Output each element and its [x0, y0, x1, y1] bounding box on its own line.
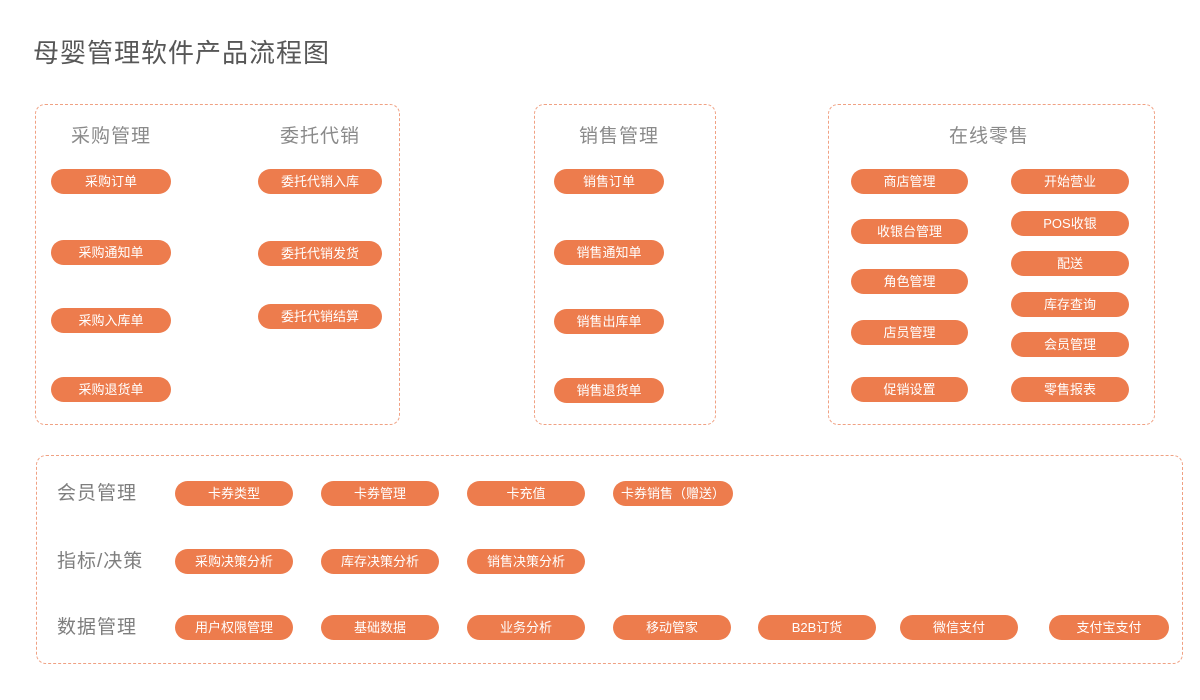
btn-consignment-settlement[interactable]: 委托代销结算 [258, 304, 382, 329]
btn-user-permission-management[interactable]: 用户权限管理 [175, 615, 293, 640]
btn-mobile-manager[interactable]: 移动管家 [613, 615, 731, 640]
btn-sales-outbound[interactable]: 销售出库单 [554, 309, 664, 334]
btn-open-business[interactable]: 开始营业 [1011, 169, 1129, 194]
btn-delivery[interactable]: 配送 [1011, 251, 1129, 276]
btn-inventory-query[interactable]: 库存查询 [1011, 292, 1129, 317]
btn-retail-reports[interactable]: 零售报表 [1011, 377, 1129, 402]
btn-promotion-settings[interactable]: 促销设置 [851, 377, 968, 402]
btn-store-management[interactable]: 商店管理 [851, 169, 968, 194]
btn-b2b-ordering[interactable]: B2B订货 [758, 615, 876, 640]
btn-card-type[interactable]: 卡券类型 [175, 481, 293, 506]
btn-alipay-pay[interactable]: 支付宝支付 [1049, 615, 1169, 640]
btn-card-recharge[interactable]: 卡充值 [467, 481, 585, 506]
btn-clerk-management[interactable]: 店员管理 [851, 320, 968, 345]
btn-member-management[interactable]: 会员管理 [1011, 332, 1129, 357]
btn-sales-return[interactable]: 销售退货单 [554, 378, 664, 403]
btn-card-sales-gift[interactable]: 卡券销售（赠送） [613, 481, 733, 506]
panel-procurement-consignment: 采购管理 委托代销 采购订单 采购通知单 采购入库单 采购退货单 委托代销入库 … [35, 104, 400, 425]
row-label-data-management: 数据管理 [57, 617, 138, 638]
row-label-member-management: 会员管理 [57, 483, 138, 504]
btn-cashier-management[interactable]: 收银台管理 [851, 219, 968, 244]
panel-bottom: 会员管理 卡券类型 卡券管理 卡充值 卡券销售（赠送） 指标/决策 采购决策分析… [36, 455, 1183, 664]
btn-consignment-shipping[interactable]: 委托代销发货 [258, 241, 382, 266]
section-header-consignment: 委托代销 [279, 126, 360, 147]
section-header-online-retail: 在线零售 [948, 126, 1029, 147]
btn-purchase-return[interactable]: 采购退货单 [51, 377, 171, 402]
page-title: 母婴管理软件产品流程图 [33, 38, 331, 68]
btn-business-analysis[interactable]: 业务分析 [467, 615, 585, 640]
btn-pos-cashier[interactable]: POS收银 [1011, 211, 1129, 236]
btn-card-management[interactable]: 卡券管理 [321, 481, 439, 506]
btn-purchase-notice[interactable]: 采购通知单 [51, 240, 171, 265]
btn-inventory-decision-analysis[interactable]: 库存决策分析 [321, 549, 439, 574]
btn-sales-order[interactable]: 销售订单 [554, 169, 664, 194]
btn-purchase-decision-analysis[interactable]: 采购决策分析 [175, 549, 293, 574]
row-label-indicators-decision: 指标/决策 [57, 551, 144, 572]
panel-sales: 销售管理 销售订单 销售通知单 销售出库单 销售退货单 [534, 104, 716, 425]
section-header-procurement: 采购管理 [70, 126, 151, 147]
btn-wechat-pay[interactable]: 微信支付 [900, 615, 1018, 640]
btn-consignment-inbound[interactable]: 委托代销入库 [258, 169, 382, 194]
panel-online-retail: 在线零售 商店管理 收银台管理 角色管理 店员管理 促销设置 开始营业 POS收… [828, 104, 1155, 425]
btn-purchase-inbound[interactable]: 采购入库单 [51, 308, 171, 333]
btn-role-management[interactable]: 角色管理 [851, 269, 968, 294]
btn-basic-data[interactable]: 基础数据 [321, 615, 439, 640]
btn-purchase-order[interactable]: 采购订单 [51, 169, 171, 194]
btn-sales-decision-analysis[interactable]: 销售决策分析 [467, 549, 585, 574]
btn-sales-notice[interactable]: 销售通知单 [554, 240, 664, 265]
section-header-sales: 销售管理 [578, 126, 659, 147]
